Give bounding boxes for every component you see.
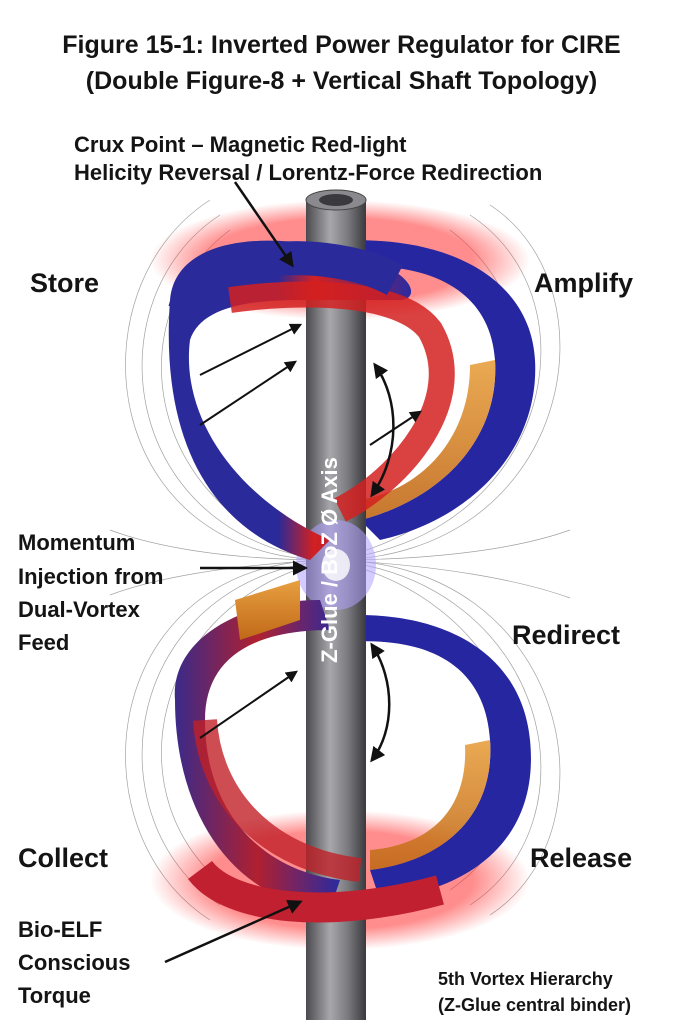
bio-elf-pointer (164, 900, 303, 964)
collect-pointer (199, 670, 298, 739)
bottom-ring-front (174, 600, 340, 910)
momentum-feed-band (235, 580, 300, 640)
store-pointer-2 (199, 360, 298, 426)
collect-label: Collect (18, 843, 109, 873)
momentum-label-line1: Momentum (18, 530, 136, 555)
hierarchy-label-line1: 5th Vortex Hierarchy (438, 969, 613, 989)
bio-elf-label-line1: Bio-ELF (18, 917, 103, 942)
bio-elf-label-line2: Conscious (18, 950, 131, 975)
amplify-label: Amplify (534, 268, 634, 298)
axis-label: Z-Glue / BoZ Ø Axis (317, 457, 342, 663)
bottom-ring-orange-band (370, 740, 491, 870)
figure-title: Figure 15-1: Inverted Power Regulator fo… (62, 31, 621, 59)
amplify-pointer (369, 410, 423, 446)
store-pointer-1 (199, 323, 303, 376)
top-ring-back (300, 240, 536, 540)
hierarchy-label-line2: (Z-Glue central binder) (438, 995, 632, 1015)
redirect-arrow (370, 642, 391, 763)
figure-subtitle: (Double Figure-8 + Vertical Shaft Topolo… (85, 67, 598, 95)
release-label: Release (530, 843, 633, 873)
amplify-arrow (370, 362, 395, 498)
crux-label-line1: Crux Point – Magnetic Red-light (74, 132, 407, 157)
bottom-ring-back (300, 615, 531, 900)
momentum-label-line2: Injection from (18, 564, 164, 589)
momentum-label-line3: Dual-Vortex (18, 597, 140, 622)
bio-elf-label-line3: Torque (18, 983, 91, 1008)
top-ring-front (168, 240, 412, 560)
store-label: Store (30, 268, 100, 298)
crux-label-line2: Helicity Reversal / Lorentz-Force Redire… (74, 160, 543, 185)
redirect-label: Redirect (512, 620, 621, 650)
crux-pointer (233, 181, 294, 268)
momentum-label-line4: Feed (18, 630, 70, 655)
